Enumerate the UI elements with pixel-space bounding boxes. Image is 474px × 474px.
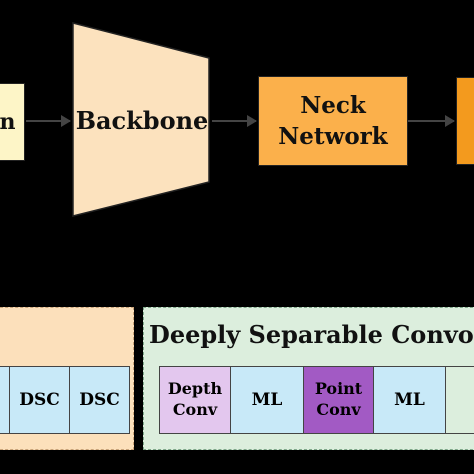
arrow-input-to-backbone bbox=[26, 115, 71, 127]
dsc-cell-partial bbox=[0, 367, 10, 433]
right-panel-title: Deeply Separable Convolu bbox=[149, 320, 474, 349]
backbone-trapezoid bbox=[72, 22, 210, 217]
module-row-continuation bbox=[446, 367, 474, 433]
neck-network-label: Neck Network bbox=[278, 91, 388, 150]
ml-cell: ML bbox=[231, 367, 304, 433]
input-label: n bbox=[0, 109, 16, 135]
input-block: n bbox=[0, 83, 25, 161]
dsc-cell: DSC bbox=[10, 367, 70, 433]
dsc-cell: DSC bbox=[79, 390, 120, 410]
neck-network-block: Neck Network bbox=[258, 76, 408, 166]
left-panel-cell-row: DSC DSC bbox=[0, 366, 130, 434]
left-panel: DSC DSC bbox=[0, 307, 134, 450]
point-conv-cell: Point Conv bbox=[304, 367, 374, 433]
ml-cell: ML bbox=[374, 367, 446, 433]
dsc-module-row: Depth Conv ML Point Conv ML bbox=[159, 366, 474, 434]
depth-conv-cell: Depth Conv bbox=[160, 367, 231, 433]
arrow-backbone-to-neck bbox=[212, 115, 257, 127]
head-block bbox=[456, 77, 474, 165]
right-panel: Deeply Separable Convolu Depth Conv ML P… bbox=[143, 307, 474, 450]
backbone-label: Backbone bbox=[75, 106, 209, 135]
arrow-neck-to-head bbox=[408, 115, 455, 127]
